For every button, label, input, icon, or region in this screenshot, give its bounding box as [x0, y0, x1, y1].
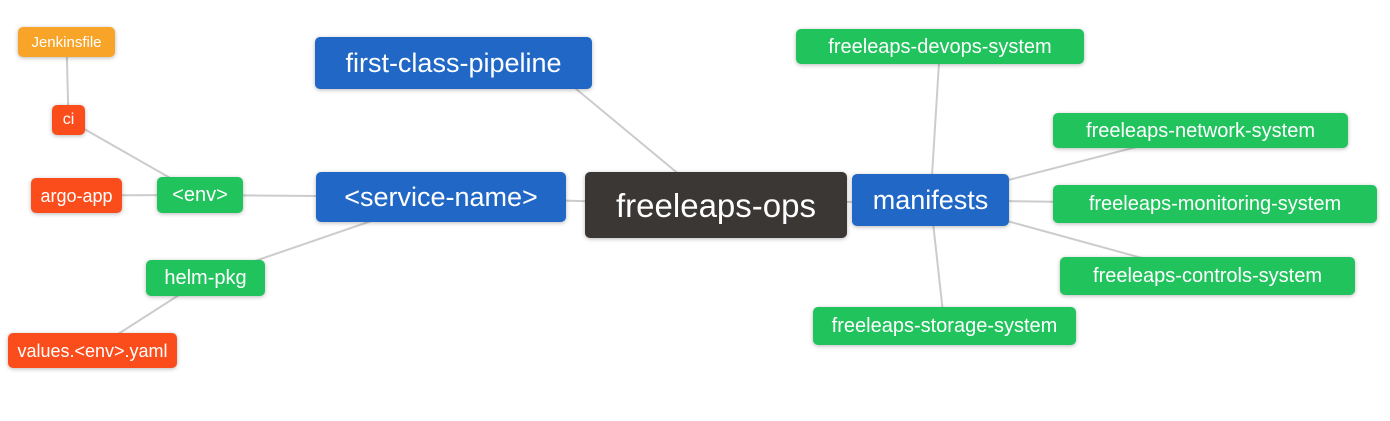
node-argo-app[interactable]: argo-app	[31, 178, 122, 213]
node-freeleaps-storage-system[interactable]: freeleaps-storage-system	[813, 307, 1076, 345]
node-jenkinsfile[interactable]: Jenkinsfile	[18, 27, 115, 57]
node-service-name[interactable]: <service-name>	[316, 172, 566, 222]
node-freeleaps-devops-system[interactable]: freeleaps-devops-system	[796, 29, 1084, 64]
node-helm-pkg[interactable]: helm-pkg	[146, 260, 265, 296]
node-freeleaps-ops[interactable]: freeleaps-ops	[585, 172, 847, 238]
node-values-env-yaml[interactable]: values.<env>.yaml	[8, 333, 177, 368]
node-manifests[interactable]: manifests	[852, 174, 1009, 226]
node-freeleaps-controls-system[interactable]: freeleaps-controls-system	[1060, 257, 1355, 295]
node-freeleaps-monitoring-system[interactable]: freeleaps-monitoring-system	[1053, 185, 1377, 223]
node-ci[interactable]: ci	[52, 105, 85, 135]
node-env[interactable]: <env>	[157, 177, 243, 213]
node-freeleaps-network-system[interactable]: freeleaps-network-system	[1053, 113, 1348, 148]
node-first-class-pipeline[interactable]: first-class-pipeline	[315, 37, 592, 89]
